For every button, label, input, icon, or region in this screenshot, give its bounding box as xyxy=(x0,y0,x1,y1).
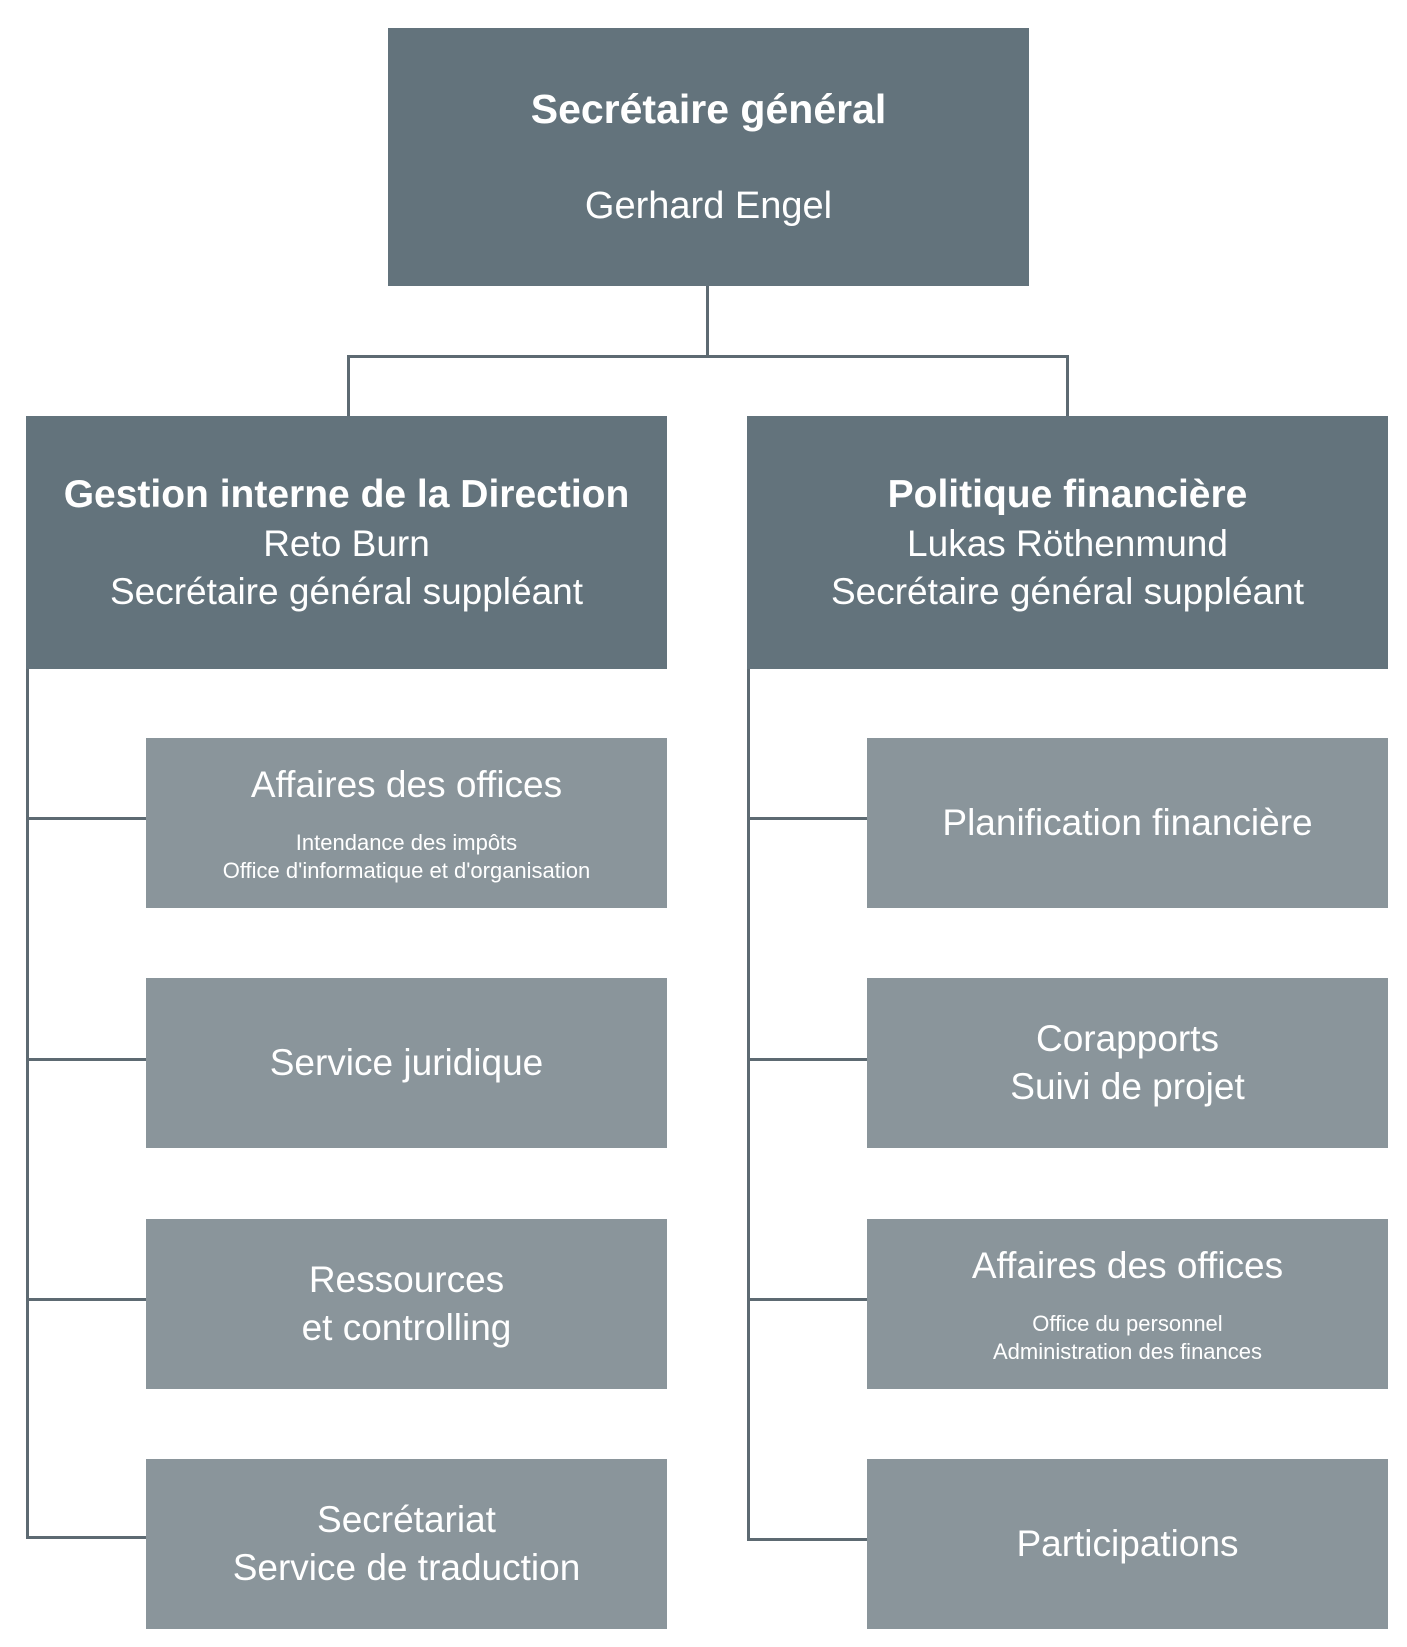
connector-left-branch-3 xyxy=(26,1298,146,1301)
unit-subunit: Office du personnel xyxy=(1032,1311,1223,1336)
gestion-interne-box: Gestion interne de la Direction Reto Bur… xyxy=(26,416,667,669)
unit-participations: Participations xyxy=(867,1459,1388,1629)
unit-title-line: Corapports xyxy=(1035,1018,1220,1059)
unit-subunit: Office d'informatique et d'organisation xyxy=(222,858,591,883)
unit-title-line: et controlling xyxy=(301,1307,512,1348)
unit-title-line: Affaires des offices xyxy=(250,764,563,805)
secretaire-general-box: Secrétaire général Gerhard Engel xyxy=(388,28,1029,286)
unit-title-line: Service de traduction xyxy=(232,1547,581,1588)
connector-left-branch-2 xyxy=(26,1058,146,1061)
top-title: Secrétaire général xyxy=(530,86,887,132)
unit-subunit: Administration des finances xyxy=(992,1339,1263,1364)
connector-right-drop xyxy=(1066,355,1069,416)
unit-title-line: Suivi de projet xyxy=(1010,1066,1245,1107)
unit-title-line: Affaires des offices xyxy=(971,1245,1284,1286)
left-head-title: Gestion interne de la Direction xyxy=(63,472,630,516)
unit-service-juridique: Service juridique xyxy=(146,978,667,1148)
unit-subunits: Intendance des impôts Office d'informati… xyxy=(223,829,591,885)
unit-title-line: Participations xyxy=(1016,1523,1239,1564)
unit-title-line: Service juridique xyxy=(269,1042,544,1083)
connector-right-branch-3 xyxy=(747,1298,867,1301)
connector-right-branch-4 xyxy=(747,1538,867,1541)
unit-title-line: Ressources xyxy=(308,1259,505,1300)
unit-corapports-suivi: Corapports Suivi de projet xyxy=(867,978,1388,1148)
unit-planification-financiere: Planification financière xyxy=(867,738,1388,908)
connector-right-branch-1 xyxy=(747,817,867,820)
left-head-role: Secrétaire général suppléant xyxy=(109,570,584,612)
connector-left-branch-4 xyxy=(26,1536,146,1539)
right-head-name: Lukas Röthenmund xyxy=(907,522,1228,564)
right-head-title: Politique financière xyxy=(887,472,1248,516)
left-head-name: Reto Burn xyxy=(263,522,430,564)
unit-affaires-des-offices-left: Affaires des offices Intendance des impô… xyxy=(146,738,667,908)
connector-left-drop xyxy=(347,355,350,416)
unit-title-line: Planification financière xyxy=(942,802,1313,843)
unit-ressources-controlling: Ressources et controlling xyxy=(146,1219,667,1389)
unit-title-line: Secrétariat xyxy=(317,1499,496,1540)
connector-horizontal-bar xyxy=(347,355,1069,358)
unit-secretariat-traduction: Secrétariat Service de traduction xyxy=(146,1459,667,1629)
connector-right-branch-2 xyxy=(747,1058,867,1061)
unit-subunit: Intendance des impôts xyxy=(295,830,518,855)
unit-affaires-des-offices-right: Affaires des offices Office du personnel… xyxy=(867,1219,1388,1389)
connector-left-branch-1 xyxy=(26,817,146,820)
connector-right-spine xyxy=(747,668,750,1541)
right-head-role: Secrétaire général suppléant xyxy=(830,570,1305,612)
connector-top-vertical xyxy=(706,285,709,358)
top-name: Gerhard Engel xyxy=(584,185,833,227)
unit-subunits: Office du personnel Administration des f… xyxy=(993,1310,1262,1366)
politique-financiere-box: Politique financière Lukas Röthenmund Se… xyxy=(747,416,1388,669)
connector-left-spine xyxy=(26,668,29,1539)
